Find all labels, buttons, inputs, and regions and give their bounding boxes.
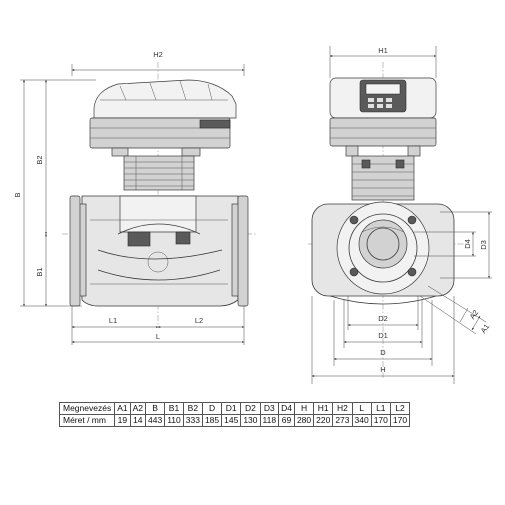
table-cell: 443 (145, 414, 166, 427)
table-cell: D4 (278, 402, 295, 415)
actuator-housing (93, 79, 237, 119)
table-cell: D3 (259, 402, 280, 415)
dim-h2: H2 (153, 50, 163, 59)
table-cell: B2 (182, 402, 203, 415)
coupling-neck-front (351, 155, 415, 201)
table-cell: 170 (389, 414, 411, 427)
dim-a1: A1 (479, 322, 492, 335)
dim-d4: D4 (463, 239, 472, 249)
actuator-base (89, 117, 231, 149)
dim-a2: A2 (468, 308, 481, 321)
table-cell: 340 (351, 414, 372, 427)
table-cell: D2 (240, 402, 261, 415)
dim-d3: D3 (479, 240, 488, 250)
row-header: Méret / mm (58, 414, 116, 427)
table-cell: 333 (182, 414, 203, 427)
table-cell: 110 (164, 414, 184, 427)
table-cell: 170 (370, 414, 391, 427)
table-cell: H2 (332, 402, 353, 415)
dim-d1: D1 (378, 331, 388, 340)
table-cell: 69 (278, 414, 295, 427)
table-cell: D (201, 402, 223, 415)
table-cell: L (351, 402, 372, 415)
table-cell: B (145, 402, 166, 415)
table-cell: 220 (313, 414, 334, 427)
table-cell: 130 (240, 414, 261, 427)
table-cell: 118 (259, 414, 280, 427)
dim-b1: B1 (35, 267, 44, 276)
bore (358, 219, 408, 269)
table-cell: L2 (389, 402, 411, 415)
table-cell: 14 (129, 414, 147, 427)
row-header: Megnevezés (58, 402, 116, 415)
dim-l1: L1 (109, 316, 117, 325)
table-cell: 280 (293, 414, 315, 427)
table-cell: H (293, 402, 315, 415)
table-cell: 273 (332, 414, 353, 427)
side-view: H2 B B2 B1 L1 L2 L (13, 50, 256, 345)
table-cell: D1 (221, 402, 242, 415)
dim-d2: D2 (378, 314, 388, 323)
table-cell: 19 (114, 414, 131, 427)
front-view: H1 D4 D3 D2 D1 D H A (308, 46, 492, 384)
table-cell: 185 (201, 414, 223, 427)
dim-l: L (156, 332, 160, 341)
table-cell: A2 (129, 402, 147, 415)
dim-b: B (13, 192, 22, 197)
dim-h: H (380, 365, 385, 374)
table-cell: B1 (164, 402, 184, 415)
dim-d: D (380, 348, 386, 357)
dim-b2: B2 (35, 155, 44, 164)
table-cell: 145 (221, 414, 242, 427)
table-cell: A1 (114, 402, 131, 415)
dim-h1: H1 (378, 46, 388, 55)
table-cell: H1 (313, 402, 334, 415)
coupling-neck (123, 155, 195, 191)
table-cell: L1 (370, 402, 391, 415)
dim-l2: L2 (195, 316, 203, 325)
